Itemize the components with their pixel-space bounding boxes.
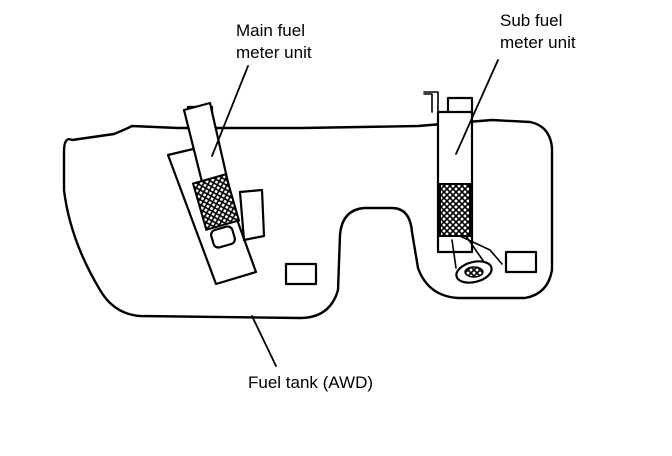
tank-bracket-left	[284, 262, 318, 286]
main-fuel-meter-unit	[166, 101, 266, 286]
main-unit-filter-mesh	[191, 173, 241, 231]
sub-unit-float-rod	[451, 239, 457, 269]
tank-label: Fuel tank (AWD)	[248, 373, 373, 392]
main-unit-float	[210, 225, 236, 249]
sub-unit-outlet-pipe	[423, 91, 439, 113]
sub-unit-float-arm	[459, 235, 503, 265]
sub-unit-leader	[455, 59, 499, 155]
main-unit-leader	[211, 65, 249, 157]
tank-bracket-right	[504, 250, 538, 274]
sub-unit-label-line2: meter unit	[500, 33, 576, 52]
tank-leader	[251, 315, 277, 367]
fuel-tank-outline	[62, 118, 554, 320]
main-unit-label-line1: Main fuel	[236, 21, 305, 40]
main-unit-label-line2: meter unit	[236, 43, 312, 62]
main-unit-side-bracket	[238, 188, 266, 242]
sub-unit-float-mesh	[464, 266, 484, 278]
sub-unit-label-line1: Sub fuel	[500, 11, 562, 30]
sub-fuel-meter-unit	[423, 91, 503, 284]
sub-unit-filter-mesh	[439, 183, 471, 237]
